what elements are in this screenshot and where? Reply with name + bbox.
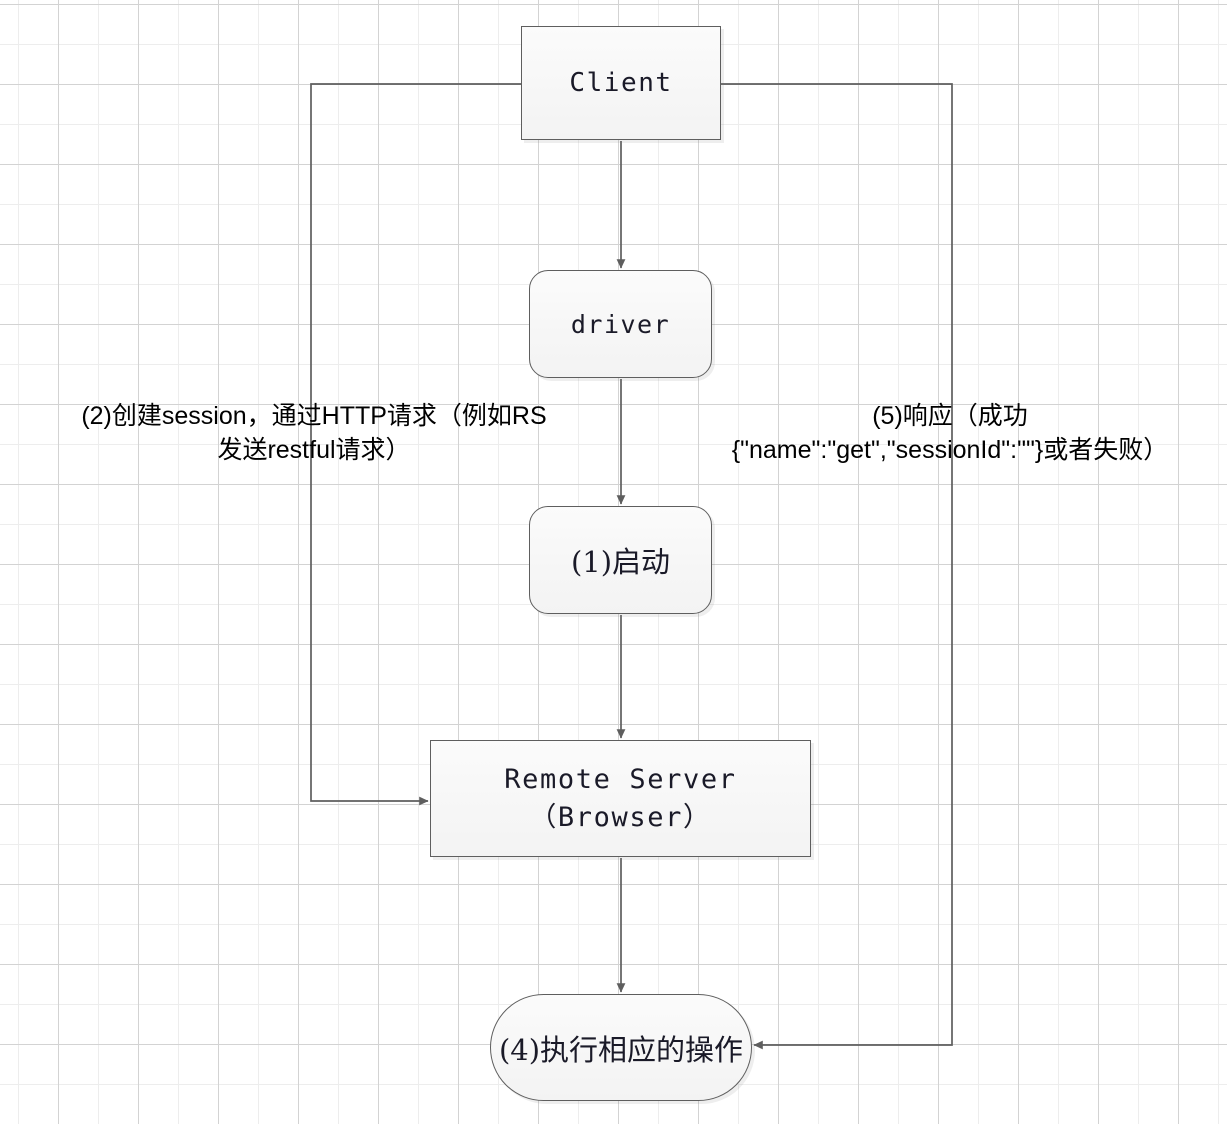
- node-remote-server-label: Remote Server（Browser）: [504, 763, 737, 833]
- node-driver-label: driver: [570, 309, 671, 339]
- node-remote-server[interactable]: Remote Server（Browser）: [430, 740, 811, 857]
- edge-label-request: (2)创建session，通过HTTP请求（例如RS 发送restful请求）: [81, 402, 547, 464]
- edge-client-to-execute-response: [721, 83, 953, 1050]
- node-client-label: Client: [569, 68, 673, 98]
- node-client[interactable]: Client: [521, 26, 721, 140]
- node-execute-label: (4)执行相应的操作: [498, 1032, 744, 1067]
- node-start[interactable]: (1)启动: [529, 506, 712, 614]
- node-driver[interactable]: driver: [529, 270, 712, 378]
- edge-label-response: (5)响应（成功 {"name":"get","sessionId":""}或者…: [731, 402, 1169, 464]
- node-start-label: (1)启动: [570, 545, 671, 579]
- node-execute[interactable]: (4)执行相应的操作: [490, 994, 752, 1101]
